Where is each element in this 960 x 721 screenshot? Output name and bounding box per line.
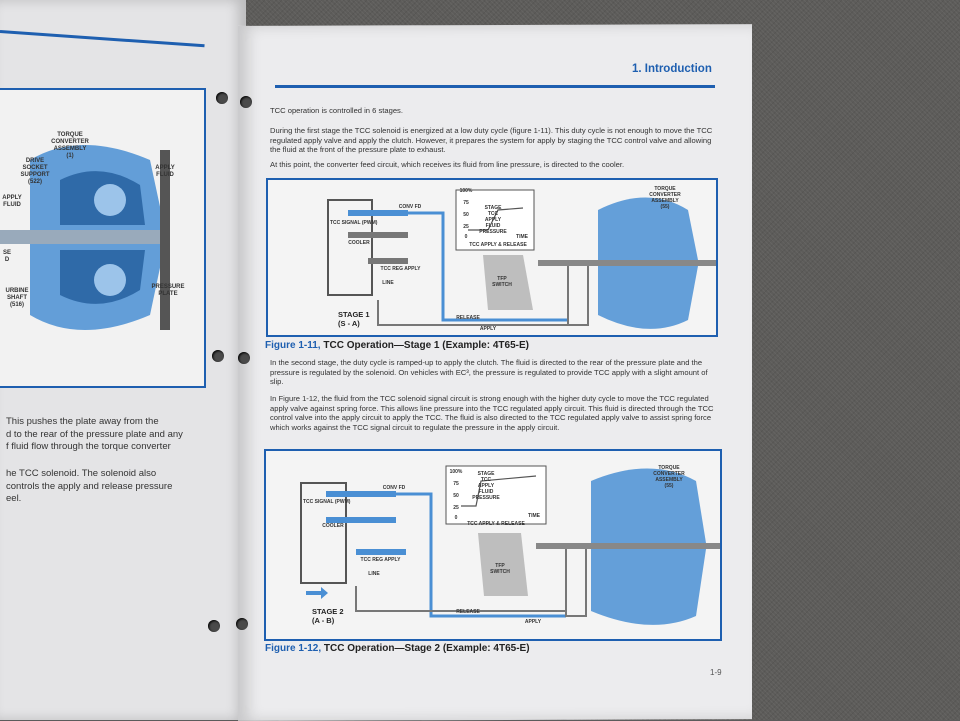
left-text-line: he TCC solenoid. The solenoid also [6, 468, 157, 479]
paragraph-1: TCC operation is controlled in 6 stages. [270, 106, 403, 115]
graph-y75: 75 [463, 200, 469, 206]
valve-label-release: RELEASE [456, 609, 480, 615]
graph-curve-label: STAGE TCC APPLY FLUID PRESSURE [479, 205, 507, 235]
valve-label-signal: TCC SIGNAL (PWM) [303, 499, 351, 505]
left-text-line: d to the rear of the pressure plate and … [6, 428, 183, 440]
stage-label: STAGE 1 (S - A) [338, 310, 370, 328]
label-pressure-plate: PRESSURE PLATE [151, 284, 185, 297]
tcc-stage2-diagram-icon [300, 465, 720, 625]
valve-label-cooler: COOLER [348, 240, 370, 246]
converter-cross-section-icon [0, 145, 170, 330]
graph-y100: 100% [449, 469, 463, 475]
graph-y100: 100% [459, 188, 473, 194]
label-torque-converter-assembly: TORQUE CONVERTER ASSEMBLY (55) [653, 465, 685, 489]
paragraph-2: During the first stage the TCC solenoid … [270, 126, 713, 155]
valve-label-switch: TFP SWITCH [490, 563, 510, 575]
label-se: SE D [2, 250, 11, 263]
left-text-line: eel. [6, 493, 22, 504]
label-torque-converter-assembly: TORQUE CONVERTER ASSEMBLY (55) [649, 186, 681, 210]
graph-curve-label: STAGE TCC APPLY FLUID PRESSURE [472, 471, 500, 501]
graph-y0: 0 [464, 234, 468, 240]
graph-time-label: TIME [528, 513, 540, 519]
left-text-block-2: he TCC solenoid. The solenoid also contr… [6, 468, 172, 506]
left-converter-figure [0, 88, 206, 388]
paragraph-5: In Figure 1-12, the fluid from the TCC s… [270, 394, 714, 432]
graph-x-label: TCC APPLY & RELEASE [467, 521, 525, 527]
label-torque-converter: TORQUE CONVERTER ASSEMBLY (1) [51, 132, 89, 159]
valve-label-reg-apply: TCC REG APPLY [360, 557, 401, 563]
graph-time-label: TIME [516, 234, 528, 240]
stage-label: STAGE 2 (A - B) [312, 607, 344, 625]
figure-1-11-caption: Figure 1-11, TCC Operation—Stage 1 (Exam… [265, 340, 529, 351]
left-text-line: controls the apply and release pressure [6, 480, 173, 492]
valve-label-release: RELEASE [456, 315, 480, 321]
tcc-stage1-diagram-icon [327, 189, 716, 329]
label-drive-socket: DRIVE SOCKET SUPPORT (522) [20, 158, 50, 185]
binder-hole-right [236, 618, 248, 630]
graph-y75: 75 [453, 481, 459, 487]
valve-label-signal: TCC SIGNAL (PWM) [330, 220, 378, 226]
valve-label-switch: TFP SWITCH [492, 276, 512, 288]
graph-y50: 50 [463, 212, 469, 218]
valve-label-conv-fd: CONV FD [382, 485, 406, 491]
label-apply-fluid-right: APPLY FLUID [155, 165, 175, 178]
left-page: TORQUE CONVERTER ASSEMBLY (1) DRIVE SOCK… [0, 0, 246, 720]
valve-label-conv-fd: CONV FD [398, 204, 422, 210]
section-title: 1. Introduction [632, 63, 712, 75]
binder-hole-right [240, 96, 252, 108]
paragraph-4: In the second stage, the duty cycle is r… [270, 358, 708, 387]
left-text-line: This pushes the plate away from the [6, 416, 159, 427]
graph-y0: 0 [454, 515, 458, 521]
valve-label-cooler: COOLER [322, 523, 344, 529]
valve-label-apply: APPLY [524, 619, 542, 625]
header-rule [275, 85, 715, 88]
left-text-block-1: This pushes the plate away from the d to… [6, 416, 183, 454]
graph-x-label: TCC APPLY & RELEASE [469, 242, 527, 248]
binder-hole-left [216, 92, 228, 104]
figure-number: Figure 1-12, [265, 643, 322, 654]
graph-y50: 50 [453, 493, 459, 499]
figure-title: TCC Operation—Stage 1 (Example: 4T65-E) [323, 340, 529, 351]
valve-label-line: LINE [382, 280, 394, 286]
figure-1-12-box: TORQUE CONVERTER ASSEMBLY (55) STAGE TCC… [264, 449, 722, 641]
label-turbine-shaft: URBINE SHAFT (516) [5, 288, 29, 308]
valve-label-apply: APPLY [479, 326, 497, 332]
valve-label-reg-apply: TCC REG APPLY [380, 266, 421, 272]
graph-y25: 25 [453, 505, 459, 511]
figure-1-11-box: TORQUE CONVERTER ASSEMBLY (55) STAGE TCC… [266, 178, 718, 337]
paragraph-3: At this point, the converter feed circui… [270, 160, 625, 169]
binder-hole-right [238, 352, 250, 364]
left-header-rule [0, 30, 205, 48]
valve-label-line: LINE [368, 571, 380, 577]
graph-y25: 25 [463, 224, 469, 230]
figure-1-12-caption: Figure 1-12, TCC Operation—Stage 2 (Exam… [265, 643, 530, 654]
figure-title: TCC Operation—Stage 2 (Example: 4T65-E) [323, 643, 530, 654]
figure-number: Figure 1-11, [265, 340, 321, 351]
binder-hole-left [212, 350, 224, 362]
left-text-line: f fluid flow through the torque converte… [6, 441, 171, 452]
label-apply-fluid-left: APPLY FLUID [2, 195, 22, 208]
page-number: 1-9 [710, 668, 722, 677]
binder-hole-left [208, 620, 220, 632]
